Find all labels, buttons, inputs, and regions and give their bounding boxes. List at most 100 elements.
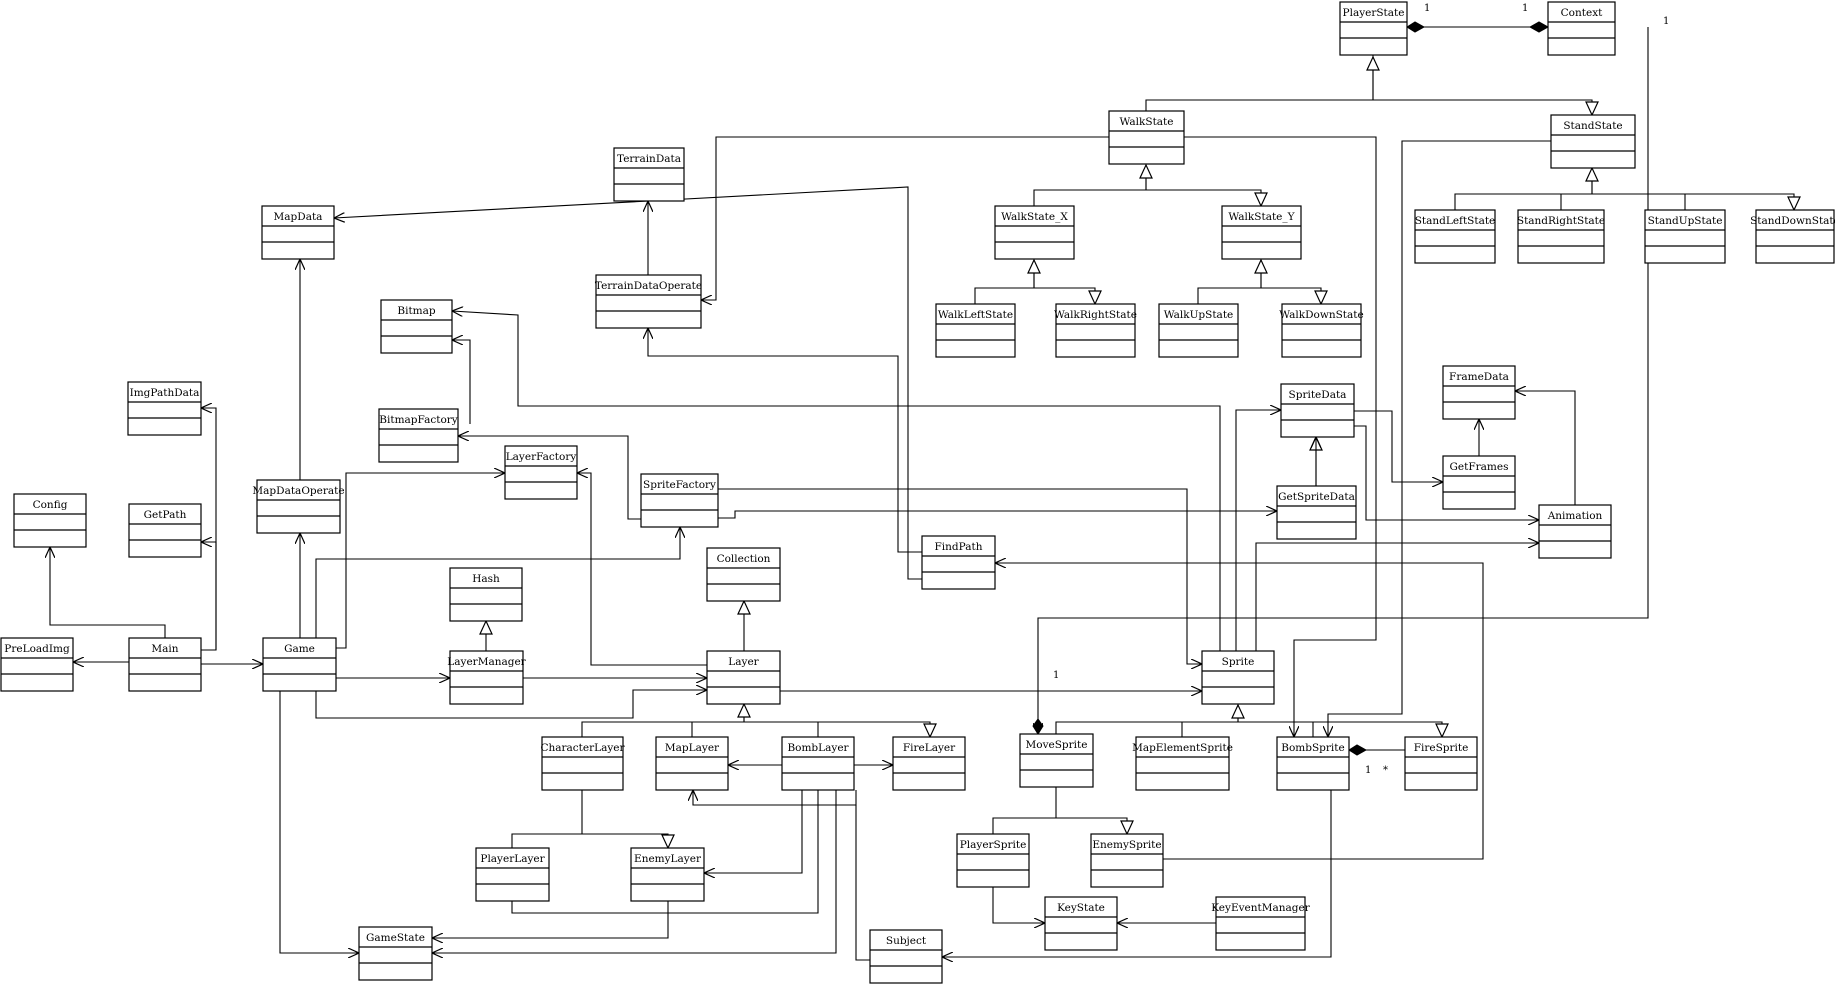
class-box[interactable]: KeyState xyxy=(1044,896,1118,951)
class-box-frame xyxy=(1517,209,1605,264)
class-box[interactable]: MapDataOperate xyxy=(252,479,345,534)
class-box[interactable]: Context xyxy=(1547,1,1616,56)
class-box[interactable]: SpriteData xyxy=(1280,383,1355,438)
class-box[interactable]: Collection xyxy=(706,547,781,602)
class-name: MapData xyxy=(274,211,323,223)
class-box[interactable]: StandState xyxy=(1550,114,1636,169)
class-box[interactable]: WalkUpState xyxy=(1158,303,1239,358)
class-box[interactable]: TerrainData xyxy=(613,147,685,202)
class-box[interactable]: LayerManager xyxy=(447,650,527,705)
association-arrow xyxy=(1038,27,1649,734)
class-box[interactable]: PlayerState xyxy=(1339,1,1408,56)
class-box-frame xyxy=(262,637,337,692)
class-box[interactable]: PreLoadImg xyxy=(0,637,74,692)
class-box[interactable]: BitmapFactory xyxy=(378,408,459,463)
association-arrow xyxy=(315,527,680,638)
class-box[interactable]: StandUpState xyxy=(1644,209,1726,264)
class-box[interactable]: MoveSprite xyxy=(1019,733,1094,788)
class-name: WalkState_Y xyxy=(1228,211,1295,223)
association-arrow xyxy=(1354,410,1443,482)
class-box[interactable]: ImgPathData xyxy=(127,381,202,436)
class-box[interactable]: BombLayer xyxy=(781,736,855,791)
class-box[interactable]: BombSprite xyxy=(1276,736,1350,791)
class-box-frame xyxy=(380,299,453,354)
class-box[interactable]: FrameData xyxy=(1442,365,1516,420)
class-box[interactable]: EnemySprite xyxy=(1090,833,1164,888)
class-name: WalkUpState xyxy=(1164,309,1234,321)
class-box[interactable]: StandDownState xyxy=(1750,209,1835,264)
class-box-frame xyxy=(1276,736,1350,791)
class-name: GetSpriteData xyxy=(1278,491,1355,503)
class-box-frame xyxy=(892,736,966,791)
class-box[interactable]: Game xyxy=(262,637,337,692)
multiplicity-label: 1 xyxy=(1663,16,1669,27)
class-name: TerrainDataOperate xyxy=(595,280,702,292)
association-arrow xyxy=(452,311,1221,651)
class-box[interactable]: Bitmap xyxy=(380,299,453,354)
class-name: MoveSprite xyxy=(1026,739,1088,751)
class-box[interactable]: PlayerLayer xyxy=(475,847,550,902)
class-box[interactable]: GetSpriteData xyxy=(1276,485,1357,540)
class-box-frame xyxy=(1281,303,1362,358)
class-name: StandLeftState xyxy=(1415,215,1496,227)
class-box[interactable]: Sprite xyxy=(1201,650,1275,705)
inheritance-line xyxy=(1145,99,1599,117)
class-box[interactable]: Layer xyxy=(706,650,781,705)
class-box-frame xyxy=(706,650,781,705)
class-name: Animation xyxy=(1547,510,1603,522)
class-name: SpriteData xyxy=(1289,389,1347,401)
class-box-frame xyxy=(127,381,202,436)
class-box[interactable]: PlayerSprite xyxy=(956,833,1030,888)
class-name: Hash xyxy=(472,573,500,585)
class-box-frame xyxy=(1442,455,1516,510)
inheritance-line xyxy=(1197,287,1328,306)
class-name: BombSprite xyxy=(1281,742,1344,754)
class-box[interactable]: Subject xyxy=(869,929,943,984)
class-box-frame xyxy=(256,479,341,534)
association-arrow xyxy=(1328,140,1551,737)
association-arrow xyxy=(1184,136,1377,737)
class-name: CharacterLayer xyxy=(540,742,625,754)
class-box[interactable]: StandLeftState xyxy=(1414,209,1496,264)
class-box[interactable]: WalkRightState xyxy=(1054,303,1137,358)
class-box[interactable]: FindPath xyxy=(921,535,996,590)
class-box[interactable]: WalkState xyxy=(1108,110,1185,165)
class-box[interactable]: FireSprite xyxy=(1404,736,1478,791)
class-box[interactable]: FireLayer xyxy=(892,736,966,791)
class-name: PlayerLayer xyxy=(480,853,545,865)
class-name: Subject xyxy=(886,935,927,947)
class-box[interactable]: WalkDownState xyxy=(1279,303,1364,358)
class-box-frame xyxy=(640,473,719,528)
class-box[interactable]: MapData xyxy=(261,205,335,260)
class-box[interactable]: SpriteFactory xyxy=(640,473,719,528)
class-box[interactable]: StandRightState xyxy=(1517,209,1605,264)
class-box[interactable]: WalkLeftState xyxy=(935,303,1016,358)
class-box[interactable]: LayerFactory xyxy=(504,445,578,500)
class-name: WalkLeftState xyxy=(938,309,1013,321)
class-box[interactable]: WalkState_Y xyxy=(1221,205,1302,260)
class-box[interactable]: Main xyxy=(128,637,202,692)
class-name: BitmapFactory xyxy=(379,414,458,426)
class-box[interactable]: TerrainDataOperate xyxy=(595,274,702,329)
class-box[interactable]: EnemyLayer xyxy=(630,847,705,902)
association-arrow xyxy=(1235,410,1281,651)
class-name: Bitmap xyxy=(397,305,436,317)
class-box[interactable]: Hash xyxy=(449,567,523,622)
class-name: GetPath xyxy=(144,509,187,521)
class-box[interactable]: KeyEventManager xyxy=(1211,896,1311,951)
class-box[interactable]: CharacterLayer xyxy=(540,736,626,791)
class-name: LayerFactory xyxy=(506,451,577,463)
class-box[interactable]: GameState xyxy=(358,926,433,981)
class-box[interactable]: Config xyxy=(13,493,87,548)
class-box[interactable]: GetPath xyxy=(128,503,202,558)
association-arrow xyxy=(995,563,1484,860)
association-arrow xyxy=(201,542,217,651)
class-box[interactable]: GetFrames xyxy=(1442,455,1516,510)
class-box[interactable]: MapElementSprite xyxy=(1132,736,1233,791)
class-box[interactable]: Animation xyxy=(1538,504,1612,559)
class-box[interactable]: MapLayer xyxy=(655,736,729,791)
association-arrow xyxy=(458,436,641,520)
class-box[interactable]: WalkState_X xyxy=(994,205,1075,260)
class-name: Sprite xyxy=(1222,656,1255,668)
